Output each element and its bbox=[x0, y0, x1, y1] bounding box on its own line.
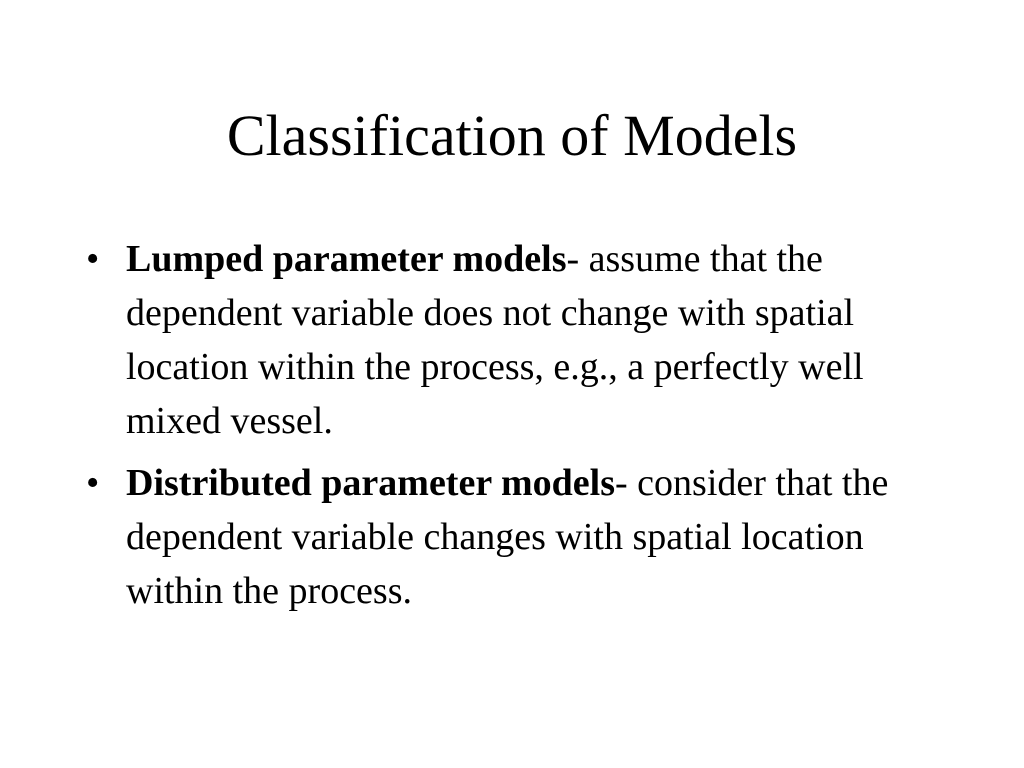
bullet-text: - consider that the dependent variable c… bbox=[126, 462, 889, 612]
bullet-icon: • bbox=[86, 462, 100, 504]
bullet-item-lumped: • Lumped parameter models- assume that t… bbox=[82, 232, 952, 448]
bullet-text: - assume that the dependent variable doe… bbox=[126, 238, 864, 442]
bullet-item-distributed: • Distributed parameter models- consider… bbox=[82, 456, 952, 618]
bullet-term: Distributed parameter models bbox=[126, 462, 616, 504]
slide-title: Classification of Models bbox=[226, 103, 798, 168]
bullet-icon: • bbox=[86, 238, 100, 280]
bullet-list: • Lumped parameter models- assume that t… bbox=[82, 232, 952, 626]
bullet-term: Lumped parameter models bbox=[126, 238, 567, 280]
